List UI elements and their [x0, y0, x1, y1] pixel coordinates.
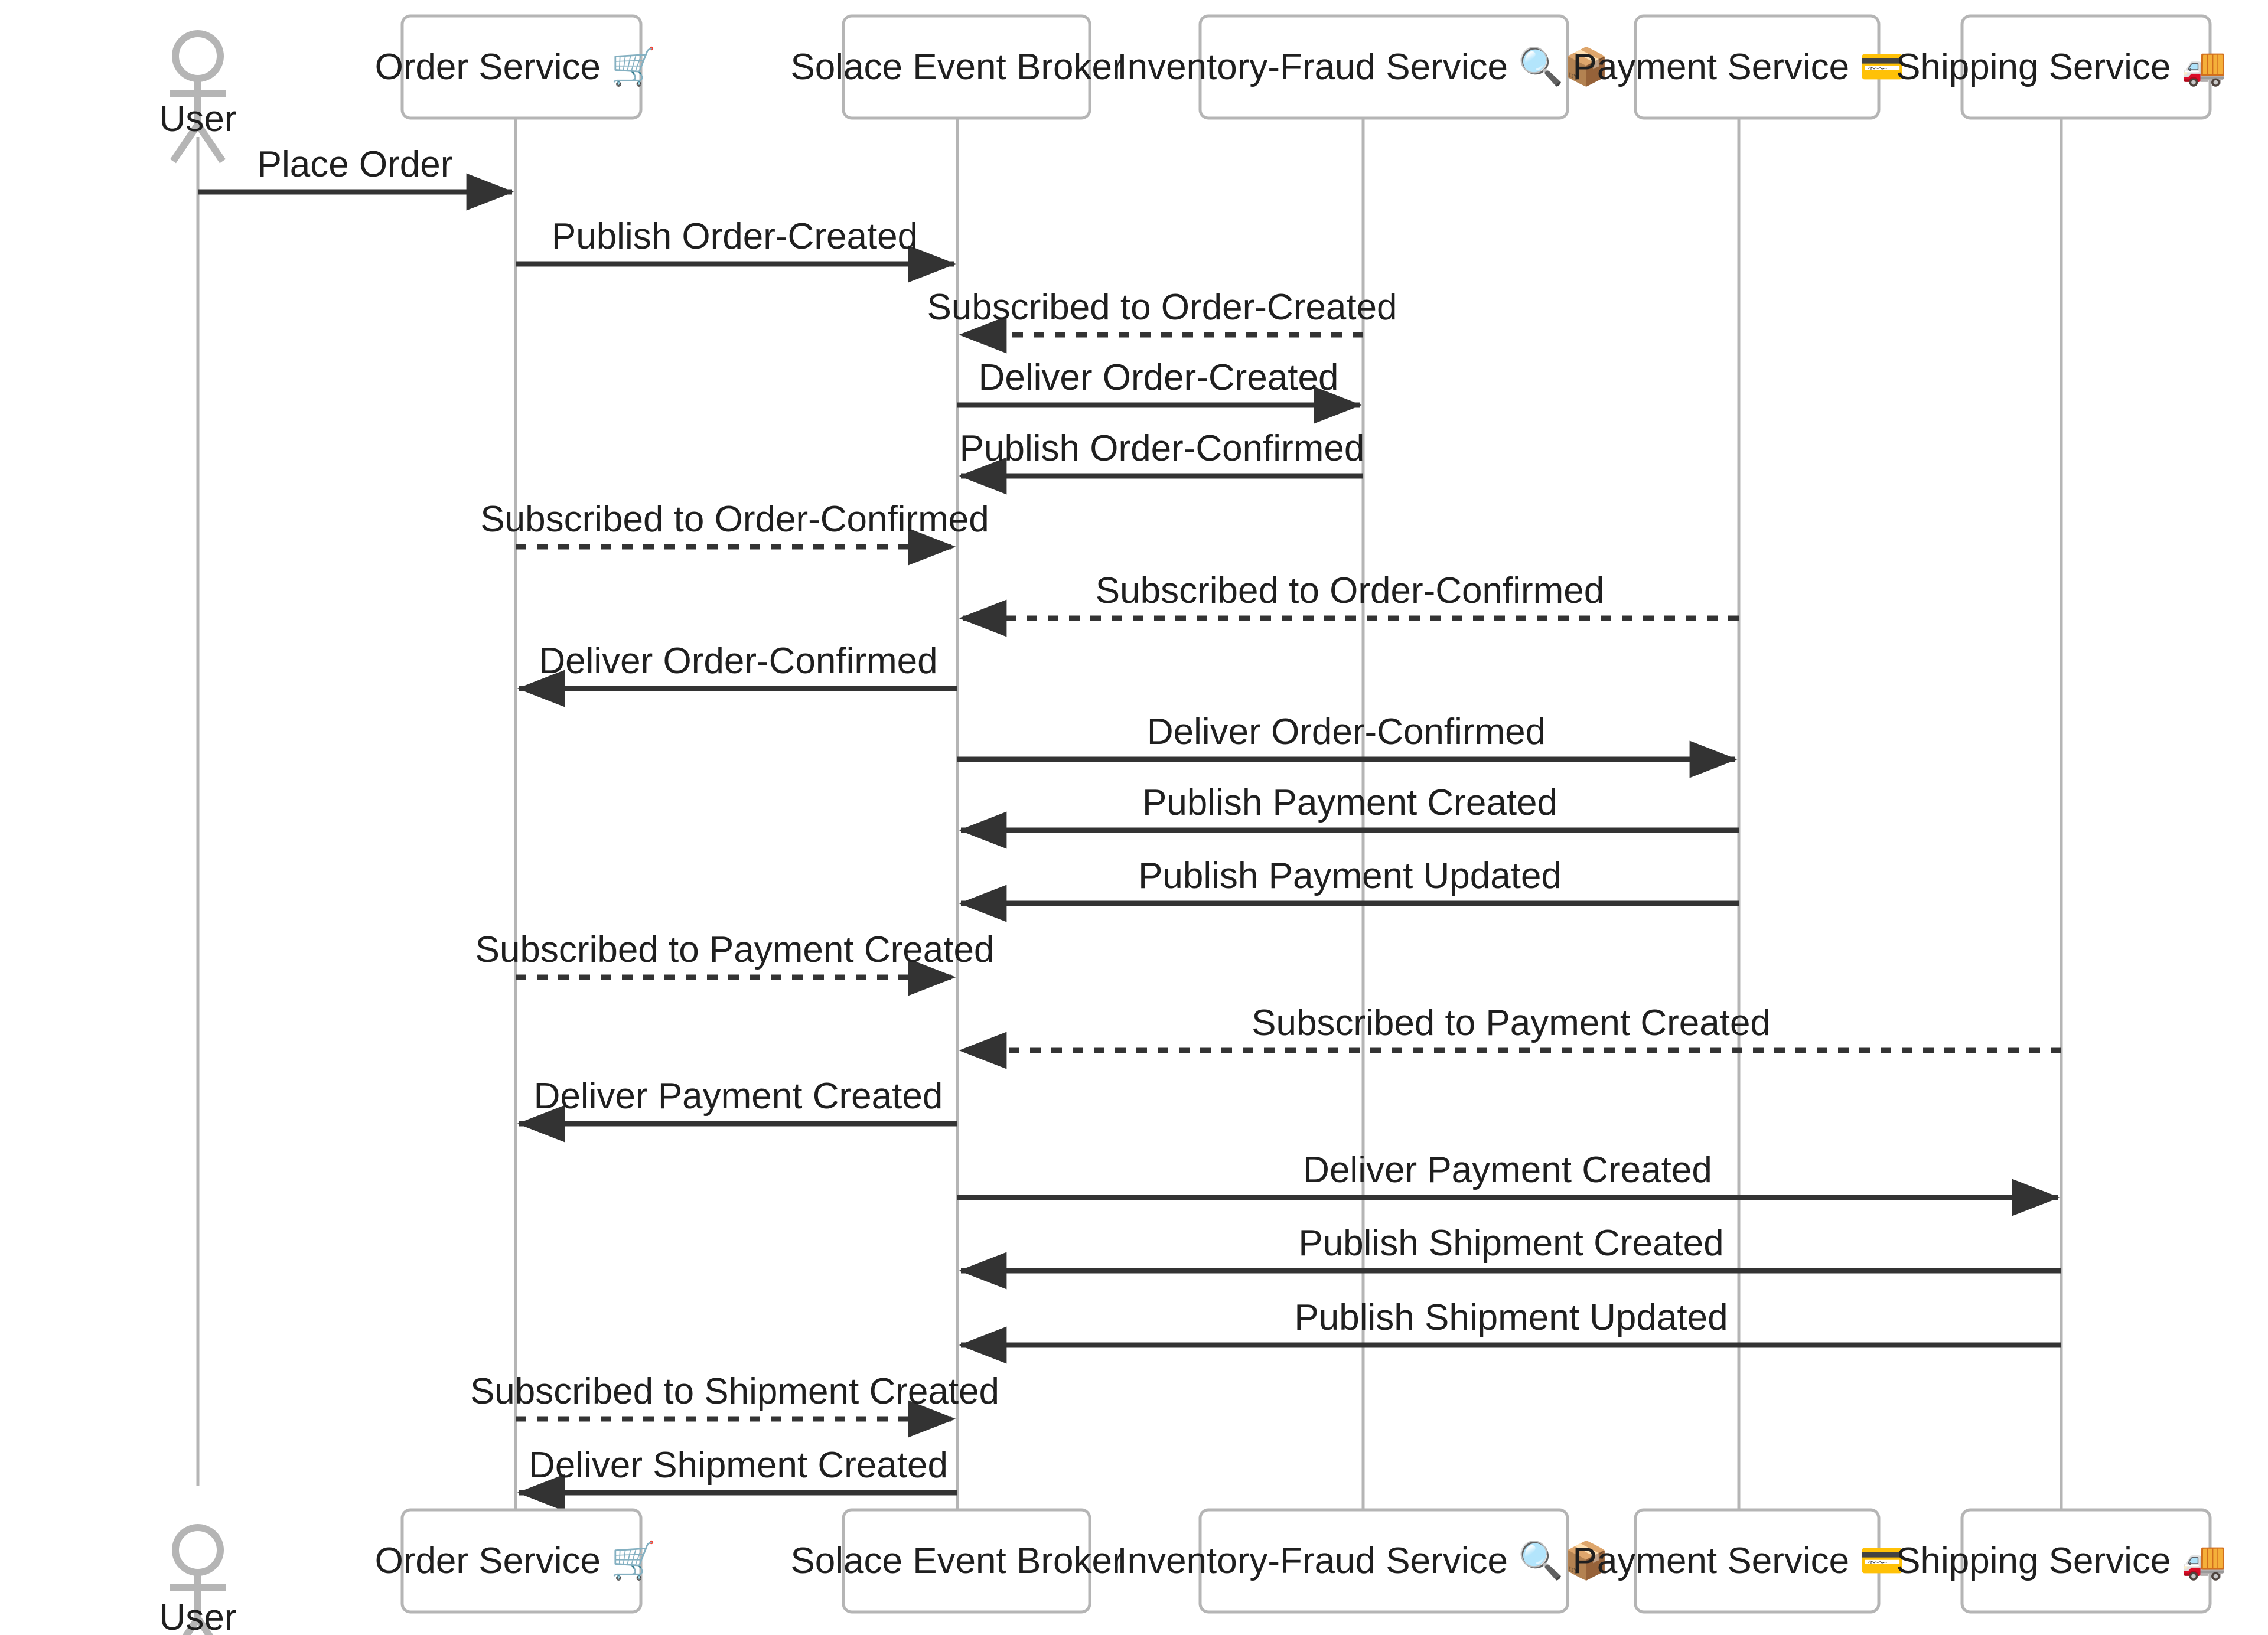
message-label-17: Publish Shipment Updated [1294, 1297, 1728, 1338]
message-7[interactable]: Subscribed to Order-Confirmed [959, 570, 1739, 637]
message-label-6: Subscribed to Order-Confirmed [480, 499, 989, 540]
message-label-4: Deliver Order-Created [979, 357, 1339, 398]
participant-label-broker: Solace Event Broker [790, 47, 1124, 87]
participant-label-payment: Payment Service 💳 [1572, 1541, 1905, 1581]
participant-broker-bottom[interactable]: Solace Event Broker [790, 1508, 1125, 1614]
participant-label-inventory: Inventory-Fraud Service 🔍📦 [1117, 1537, 1609, 1581]
participant-order-top[interactable]: Order Service 🛒 [375, 14, 657, 120]
message-label-5: Publish Order-Confirmed [960, 428, 1365, 469]
actor-leg-left-icon [170, 122, 201, 164]
message-6[interactable]: Subscribed to Order-Confirmed [480, 499, 989, 566]
message-label-19: Deliver Shipment Created [529, 1445, 948, 1486]
message-label-9: Deliver Order-Confirmed [1147, 712, 1546, 752]
participant-box-broker[interactable] [842, 14, 1091, 120]
participant-payment-top[interactable]: Payment Service 💳 [1572, 14, 1905, 120]
participant-label-payment: Payment Service 💳 [1572, 47, 1905, 87]
participant-box-shipping[interactable] [1960, 14, 2212, 120]
participant-label-shipping: Shipping Service 🚚 [1896, 47, 2227, 87]
message-label-12: Subscribed to Payment Created [475, 929, 995, 970]
participant-user-top[interactable]: User [159, 30, 237, 164]
message-17[interactable]: Publish Shipment Updated [959, 1297, 2061, 1364]
message-9[interactable]: Deliver Order-Confirmed [957, 712, 1738, 778]
message-label-18: Subscribed to Shipment Created [470, 1371, 999, 1412]
message-3[interactable]: Subscribed to Order-Created [927, 287, 1397, 354]
participant-label-broker: Solace Event Broker [790, 1541, 1124, 1581]
message-8[interactable]: Deliver Order-Confirmed [517, 641, 957, 707]
actor-leg-left-icon [182, 1616, 201, 1635]
participant-box-payment[interactable] [1634, 1508, 1881, 1614]
participant-box-order[interactable] [400, 1508, 643, 1614]
message-12[interactable]: Subscribed to Payment Created [475, 929, 995, 996]
participant-label-user: User [159, 99, 237, 139]
message-14[interactable]: Deliver Payment Created [517, 1076, 957, 1143]
message-label-2: Publish Order-Created [552, 216, 918, 257]
message-15[interactable]: Deliver Payment Created [957, 1150, 2060, 1216]
actor-leg-right-icon [195, 1616, 214, 1635]
message-11[interactable]: Publish Payment Updated [959, 856, 1739, 922]
participant-inventory-bottom[interactable]: Inventory-Fraud Service 🔍📦 [1117, 1508, 1609, 1614]
participant-label-shipping: Shipping Service 🚚 [1896, 1541, 2227, 1581]
participant-box-shipping[interactable] [1960, 1508, 2212, 1614]
message-label-16: Publish Shipment Created [1298, 1223, 1723, 1264]
message-label-11: Publish Payment Updated [1138, 856, 1562, 896]
message-2[interactable]: Publish Order-Created [516, 216, 956, 283]
lifelines-group [196, 118, 2063, 1510]
actor-head-icon [172, 1524, 224, 1576]
message-18[interactable]: Subscribed to Shipment Created [470, 1371, 999, 1438]
message-4[interactable]: Deliver Order-Created [957, 357, 1362, 424]
actor-head-icon [172, 30, 224, 82]
participant-shipping-bottom[interactable]: Shipping Service 🚚 [1896, 1508, 2227, 1614]
participant-broker-top[interactable]: Solace Event Broker [790, 14, 1125, 120]
message-label-1: Place Order [258, 144, 453, 185]
message-label-15: Deliver Payment Created [1303, 1150, 1712, 1190]
participant-order-bottom[interactable]: Order Service 🛒 [375, 1508, 657, 1614]
participant-box-inventory[interactable] [1198, 1508, 1569, 1614]
message-16[interactable]: Publish Shipment Created [959, 1223, 2061, 1290]
participant-label-order: Order Service 🛒 [375, 45, 657, 87]
participant-label-inventory: Inventory-Fraud Service 🔍📦 [1117, 43, 1609, 87]
participant-payment-bottom[interactable]: Payment Service 💳 [1572, 1508, 1905, 1614]
actor-leg-right-icon [195, 122, 226, 164]
message-10[interactable]: Publish Payment Created [959, 782, 1739, 849]
message-1[interactable]: Place Order [198, 144, 514, 211]
message-label-14: Deliver Payment Created [534, 1076, 943, 1117]
participant-box-payment[interactable] [1634, 14, 1881, 120]
participant-box-order[interactable] [400, 14, 643, 120]
message-label-3: Subscribed to Order-Created [927, 287, 1397, 328]
participant-label-order: Order Service 🛒 [375, 1539, 657, 1581]
message-13[interactable]: Subscribed to Payment Created [959, 1003, 2061, 1069]
message-19[interactable]: Deliver Shipment Created [517, 1445, 957, 1512]
participant-user-bottom[interactable]: User [159, 1524, 237, 1635]
message-label-13: Subscribed to Payment Created [1252, 1003, 1771, 1043]
message-label-7: Subscribed to Order-Confirmed [1096, 570, 1604, 611]
participant-label-user: User [159, 1597, 237, 1635]
message-label-10: Publish Payment Created [1142, 782, 1557, 823]
participant-shipping-top[interactable]: Shipping Service 🚚 [1896, 14, 2227, 120]
message-label-8: Deliver Order-Confirmed [539, 641, 937, 681]
participant-inventory-top[interactable]: Inventory-Fraud Service 🔍📦 [1117, 14, 1609, 120]
participant-box-broker[interactable] [842, 1508, 1091, 1614]
participant-box-inventory[interactable] [1198, 14, 1569, 120]
message-5[interactable]: Publish Order-Confirmed [959, 428, 1365, 495]
